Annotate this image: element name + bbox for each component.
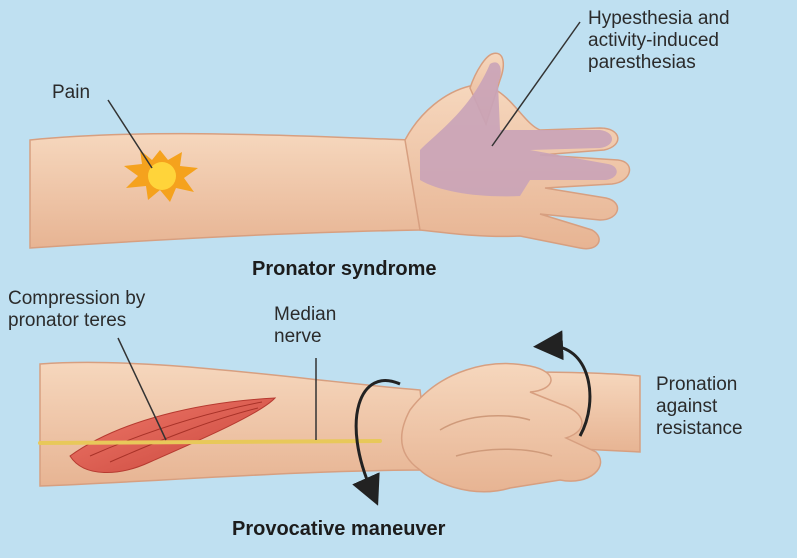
median-nerve-label: Median nerve bbox=[274, 304, 337, 347]
compression-leader-line bbox=[117, 337, 167, 441]
rotation-arrow-right bbox=[533, 330, 592, 437]
pain-label: Pain bbox=[52, 82, 91, 103]
compression-label: Compression by pronator teres bbox=[8, 288, 146, 331]
pain-leader-line bbox=[107, 99, 153, 169]
rotation-arrow-left bbox=[352, 379, 401, 506]
top-forearm bbox=[29, 132, 421, 249]
median-nerve-line bbox=[38, 439, 382, 445]
hypesthesia-leader-line bbox=[491, 21, 581, 147]
hypesthesia-label: Hypesthesia and activity-induced paresth… bbox=[588, 8, 730, 73]
top-title: Pronator syndrome bbox=[252, 258, 437, 280]
bottom-title: Provocative maneuver bbox=[232, 518, 446, 540]
pronator-teres-muscle bbox=[69, 397, 277, 473]
pain-burst bbox=[124, 150, 198, 202]
numb-area bbox=[420, 62, 617, 197]
pronation-label: Pronation against resistance bbox=[656, 374, 743, 439]
clasped-hands bbox=[401, 362, 602, 493]
